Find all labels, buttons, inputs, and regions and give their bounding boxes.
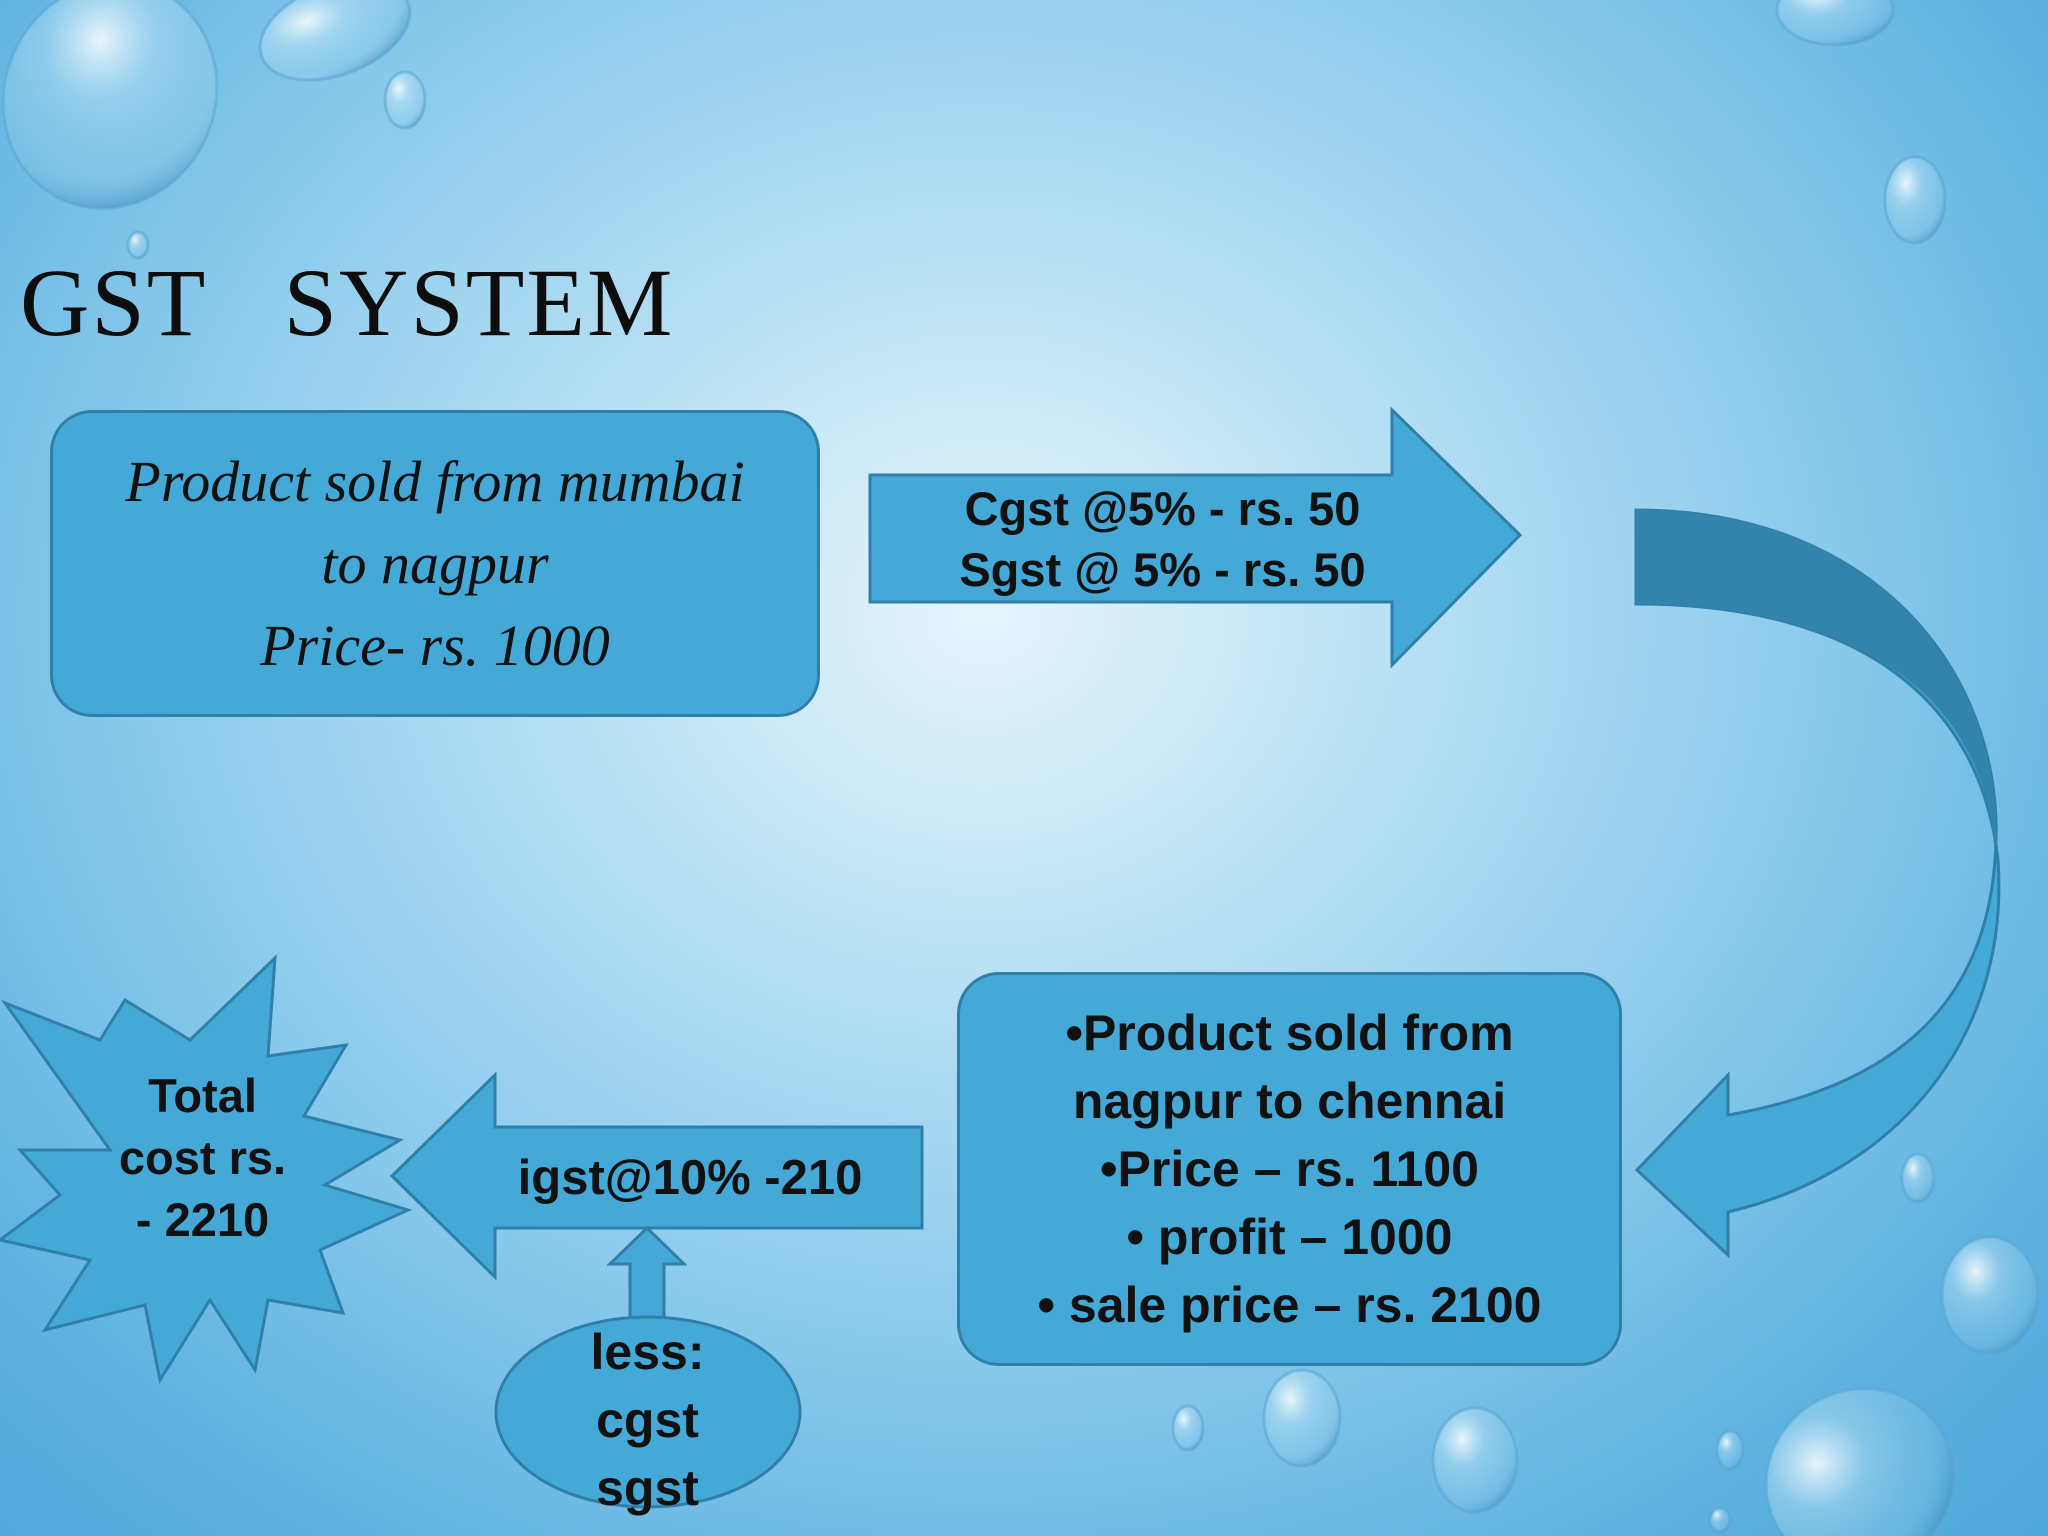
starburst-shape [0,954,413,1384]
cgst-line: Cgst @5% - rs. 50 [964,482,1361,535]
origin-line: to nagpur [321,530,549,596]
origin-sale-box: Product sold from mumbai to nagpur Price… [50,410,820,717]
resale-box: •Product sold from nagpur to chennai •Pr… [957,972,1622,1366]
resale-line: • profit – 1000 [1126,1209,1453,1265]
right-arrow-shape [868,406,1523,669]
resale-line: •Price – rs. 1100 [1100,1141,1479,1197]
less-line: cgst [596,1392,699,1448]
left-arrow-shape [389,1071,924,1281]
slide-title: GST SYSTEM [20,249,675,356]
curved-arrow-shade [1636,510,1997,860]
total-line: - 2210 [135,1193,270,1246]
total-cost-label: Total cost rs. - 2210 [80,1065,325,1251]
igst-label: igst@10% -210 [517,1151,863,1205]
total-line: cost rs. [118,1131,287,1184]
less-ellipse-shape [494,1315,802,1509]
less-line: sgst [596,1460,699,1516]
total-line: Total [148,1069,257,1122]
less-label: less: cgst sgst [535,1318,760,1522]
resale-line: •Product sold from [1065,1005,1514,1061]
origin-line: Product sold from mumbai [125,448,745,514]
less-line: less: [590,1324,705,1380]
resale-line: • sale price – rs. 2100 [1037,1277,1542,1333]
sgst-line: Sgst @ 5% - rs. 50 [959,543,1366,596]
origin-line: Price- rs. 1000 [260,612,610,678]
intrastate-tax-label: Cgst @5% - rs. 50 Sgst @ 5% - rs. 50 [900,478,1425,600]
resale-line: nagpur to chennai [1072,1073,1507,1129]
up-arrow-shape [606,1225,688,1322]
